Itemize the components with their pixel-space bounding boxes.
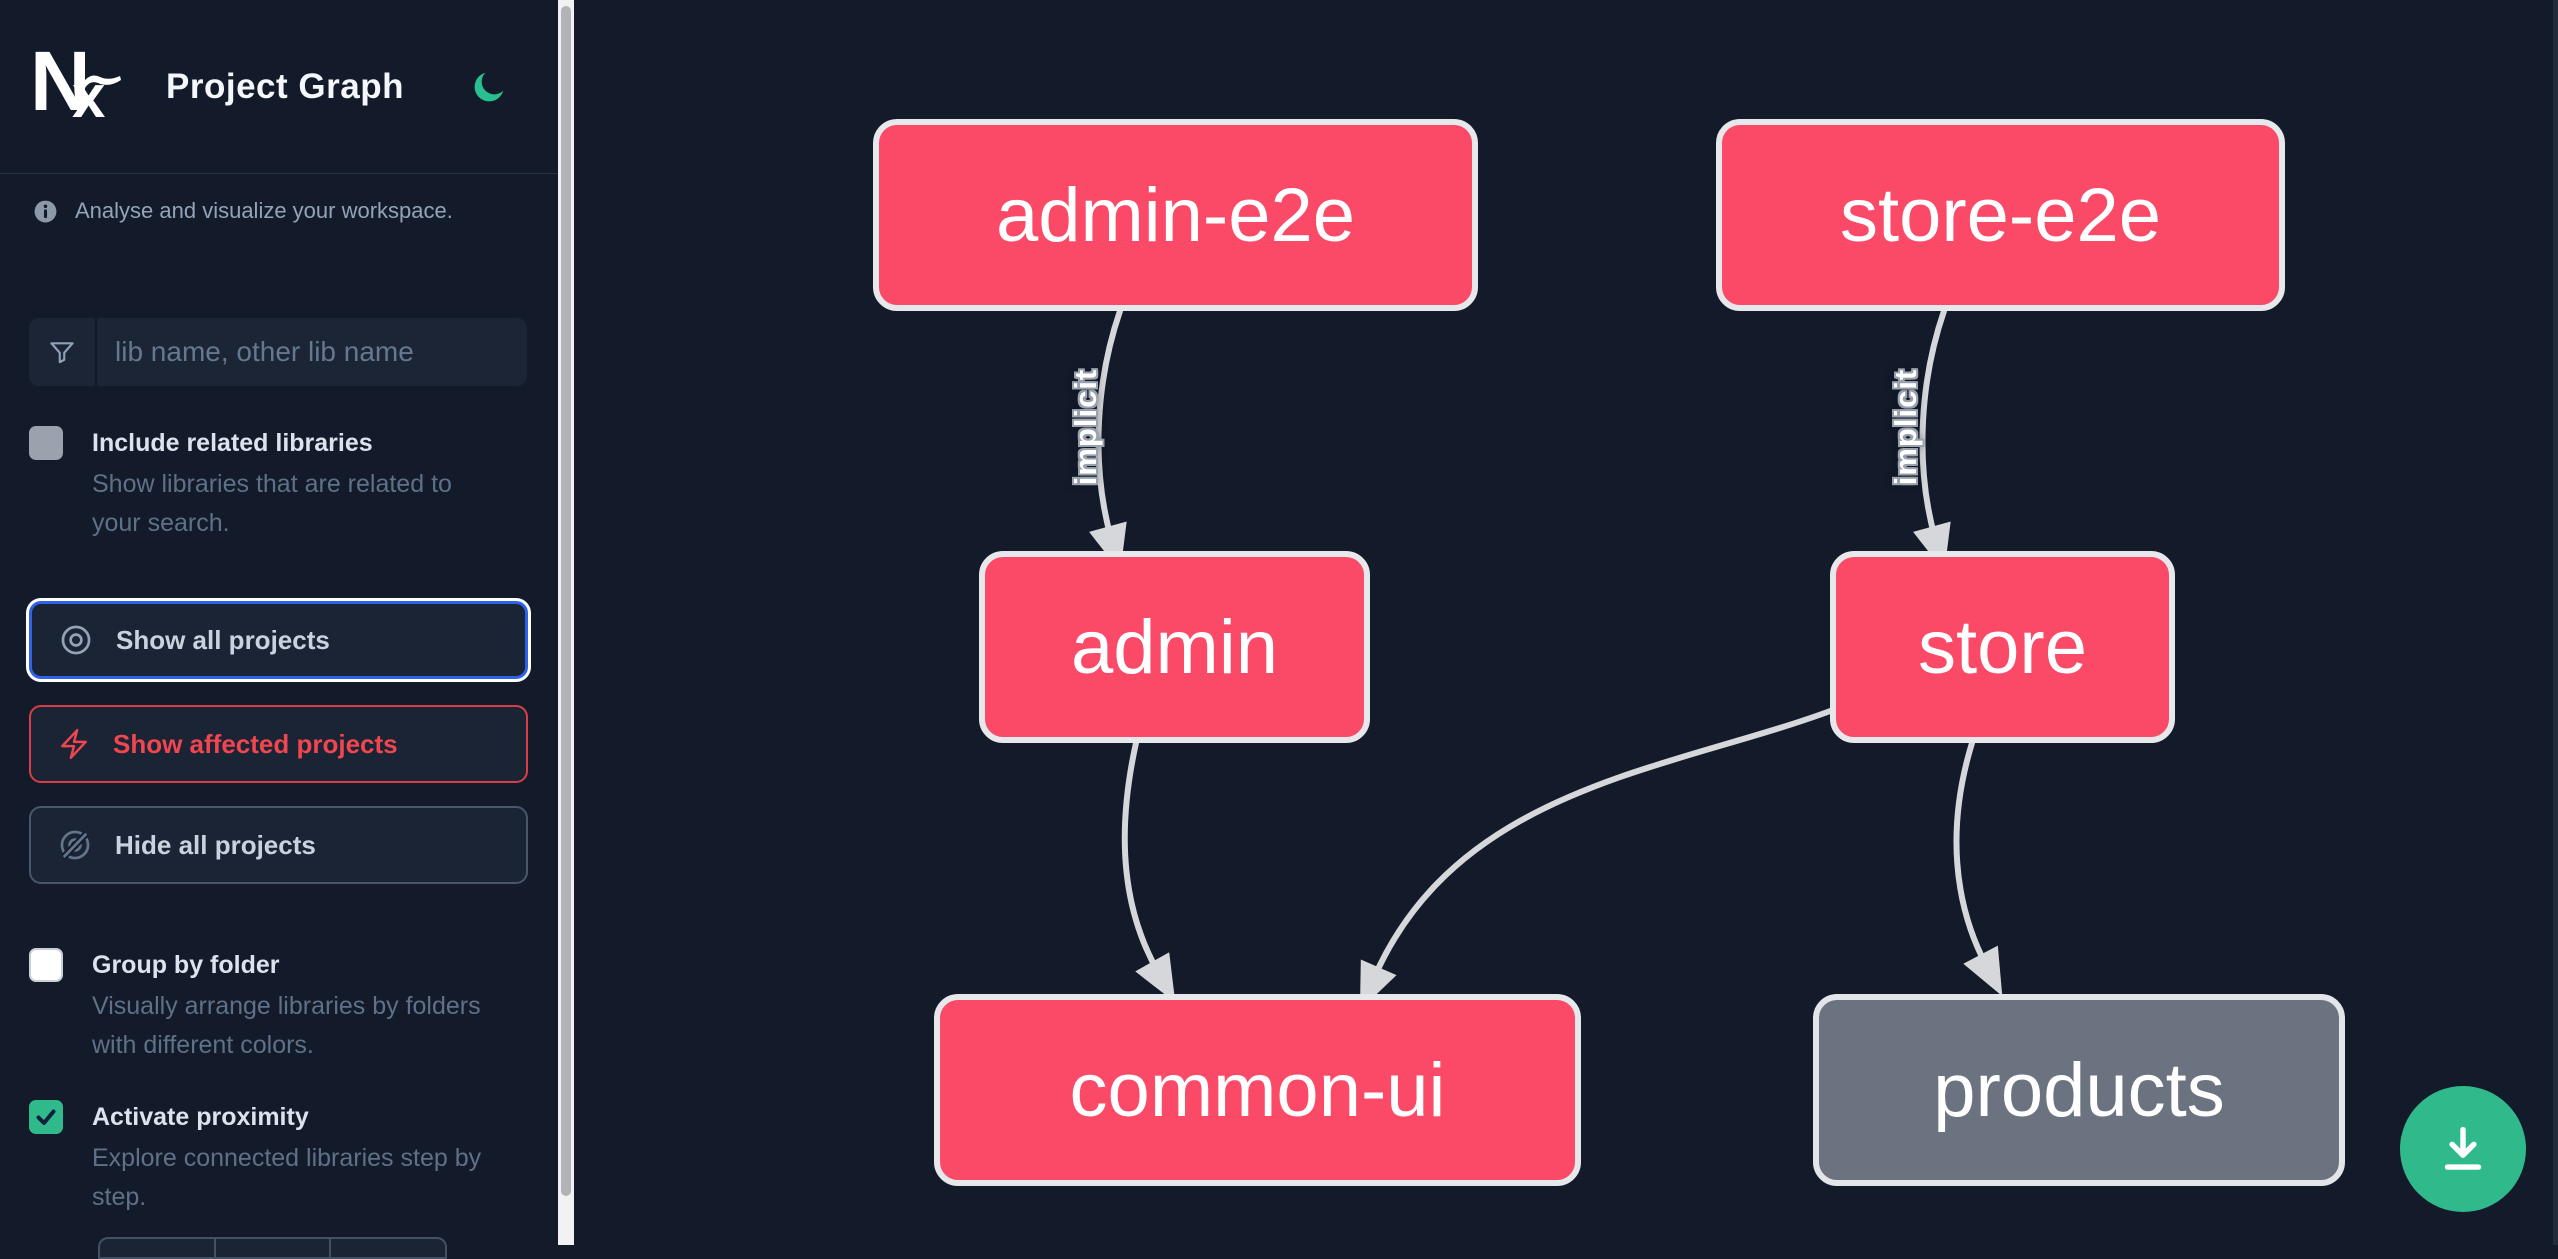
- project-node-admin[interactable]: admin: [979, 551, 1370, 743]
- moon-icon: [474, 72, 504, 101]
- download-graph-button[interactable]: [2400, 1086, 2526, 1212]
- nx-logo-icon: N x: [30, 39, 121, 129]
- node-label: products: [1933, 1047, 2225, 1133]
- edge-label-implicit-admin: implicit: [1068, 368, 1103, 486]
- nx-logo-curl: [82, 75, 121, 88]
- search-input[interactable]: [97, 318, 527, 386]
- project-node-admin-e2e[interactable]: admin-e2e: [873, 119, 1478, 311]
- node-label: admin-e2e: [995, 172, 1356, 258]
- group-by-folder-description: Visually arrange libraries by folders wi…: [92, 992, 481, 1059]
- sidebar-header: N x Project Graph: [0, 0, 558, 174]
- show-affected-projects-button[interactable]: Show affected projects: [29, 705, 528, 783]
- edge-label-implicit-store: implicit: [1888, 368, 1923, 486]
- include-related-checkbox[interactable]: [29, 426, 63, 460]
- hide-all-projects-button[interactable]: Hide all projects: [29, 806, 528, 884]
- edge-admin-e2e-admin: [1089, 308, 1127, 572]
- include-related-label: Include related libraries: [92, 429, 373, 457]
- sidebar-scrollbar-track[interactable]: [558, 0, 574, 1245]
- toggle-group-by-folder: Group by folder Visually arrange librari…: [29, 946, 529, 1065]
- sidebar-scrollbar-thumb[interactable]: [561, 6, 571, 1196]
- workspace-tagline-row: Analyse and visualize your workspace.: [33, 198, 453, 224]
- edge-admin-common-ui: [1121, 740, 1176, 1003]
- nx-logo-n: N: [30, 33, 91, 128]
- download-icon: [2444, 1126, 2482, 1170]
- show-affected-projects-label: Show affected projects: [113, 728, 398, 759]
- project-node-store-e2e[interactable]: store-e2e: [1716, 119, 2285, 311]
- node-label: store: [1918, 604, 2087, 690]
- project-node-common-ui[interactable]: common-ui: [934, 994, 1581, 1186]
- project-node-store[interactable]: store: [1830, 551, 2175, 743]
- activate-proximity-description: Explore connected libraries step by step…: [92, 1144, 482, 1211]
- filter-icon-cell: [29, 318, 97, 386]
- checkmark-icon: [36, 1109, 56, 1125]
- filter-funnel-icon: [50, 342, 74, 364]
- dark-mode-toggle[interactable]: [470, 68, 508, 106]
- sidebar: N x Project Graph Analyse and visualize …: [0, 0, 558, 1259]
- project-filter: [29, 318, 527, 386]
- eye-off-icon: [60, 830, 90, 860]
- activate-proximity-checkbox[interactable]: [29, 1100, 63, 1134]
- show-all-projects-label: Show all projects: [116, 624, 330, 655]
- node-label: admin: [1071, 604, 1278, 690]
- eye-icon: [61, 625, 91, 655]
- edge-store-products: [1953, 740, 2003, 997]
- page-right-edge: [2553, 0, 2558, 1245]
- bolt-icon: [61, 728, 87, 760]
- node-label: store-e2e: [1839, 172, 2162, 258]
- hide-all-projects-label: Hide all projects: [115, 829, 316, 860]
- include-related-description: Show libraries that are related to your …: [92, 470, 452, 537]
- info-icon: [34, 200, 57, 222]
- nx-logo-x: x: [72, 62, 106, 130]
- page-title: Project Graph: [166, 66, 404, 106]
- group-by-folder-checkbox[interactable]: [29, 948, 63, 982]
- node-label: common-ui: [1069, 1047, 1446, 1133]
- toggle-include-related: Include related libraries Show libraries…: [29, 424, 529, 543]
- workspace-tagline: Analyse and visualize your workspace.: [75, 198, 453, 223]
- edge-store-e2e-store: [1913, 308, 1951, 572]
- group-by-folder-label: Group by folder: [92, 951, 280, 979]
- project-node-products[interactable]: products: [1813, 994, 2345, 1186]
- activate-proximity-label: Activate proximity: [92, 1103, 309, 1131]
- show-all-projects-button[interactable]: Show all projects: [29, 601, 528, 679]
- toggle-activate-proximity: Activate proximity Explore connected lib…: [29, 1098, 529, 1217]
- edge-store-common-ui: [1359, 707, 1836, 1011]
